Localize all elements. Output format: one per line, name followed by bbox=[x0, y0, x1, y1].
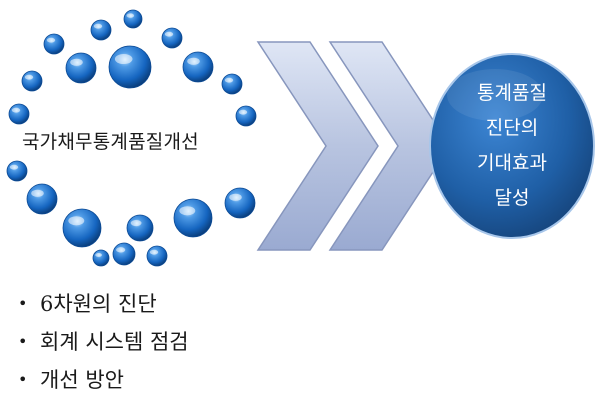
bubble-icon bbox=[92, 249, 110, 267]
bubble-icon bbox=[182, 51, 214, 83]
bubble-icon bbox=[126, 214, 154, 242]
bubble-highlight bbox=[114, 53, 133, 65]
bullet-dot-icon: • bbox=[18, 332, 28, 351]
bubble-highlight bbox=[11, 107, 21, 113]
bubble-highlight bbox=[149, 249, 159, 255]
bubble-icon bbox=[6, 160, 28, 182]
bubble-highlight bbox=[229, 193, 242, 201]
bullet-item: • 회계 시스템 점검 bbox=[18, 323, 189, 361]
bubble-highlight bbox=[126, 13, 135, 18]
bubble-highlight bbox=[224, 77, 234, 83]
bubble-highlight bbox=[164, 31, 174, 37]
bubble-highlight bbox=[70, 58, 83, 66]
source-label: 국가채무통계품질개선 bbox=[22, 131, 199, 153]
bubble-icon bbox=[108, 45, 152, 89]
bubble-icon bbox=[8, 103, 30, 125]
bubble-highlight bbox=[95, 253, 102, 257]
bubble-highlight bbox=[187, 57, 200, 65]
bubble-icon bbox=[221, 73, 243, 95]
chevron-arrow-2 bbox=[328, 41, 451, 251]
target-line: 기대효과 bbox=[477, 152, 547, 174]
bubble-icon bbox=[21, 70, 43, 92]
bullet-item: • 6차원의 진단 bbox=[18, 285, 189, 323]
bubble-ring bbox=[6, 9, 257, 267]
chevron-arrow-1 bbox=[256, 41, 379, 251]
target-label: 통계품질 진단의 기대효과 달성 bbox=[432, 56, 592, 236]
bubble-icon bbox=[173, 198, 213, 238]
bubble-highlight bbox=[31, 189, 44, 197]
bubble-icon bbox=[65, 52, 97, 84]
bubble-icon bbox=[43, 33, 65, 55]
bubble-icon bbox=[146, 245, 168, 267]
bubble-highlight bbox=[238, 109, 248, 115]
bullet-text: 회계 시스템 점검 bbox=[40, 330, 189, 354]
bubble-icon bbox=[123, 9, 143, 29]
bullet-dot-icon: • bbox=[18, 370, 28, 389]
bubble-highlight bbox=[68, 216, 85, 226]
bullet-list: • 6차원의 진단 • 회계 시스템 점검 • 개선 방안 bbox=[18, 285, 189, 398]
bullet-text: 개선 방안 bbox=[40, 368, 124, 392]
bubble-icon bbox=[161, 27, 183, 49]
bubble-icon bbox=[62, 208, 102, 248]
bubble-highlight bbox=[24, 74, 34, 80]
bullet-dot-icon: • bbox=[18, 294, 28, 313]
bubble-icon bbox=[224, 187, 256, 219]
bubble-highlight bbox=[46, 37, 56, 43]
bubble-highlight bbox=[130, 219, 142, 227]
bubble-icon bbox=[90, 19, 112, 41]
target-circle bbox=[429, 53, 595, 239]
bubble-highlight bbox=[116, 247, 126, 253]
bubble-icon bbox=[112, 242, 136, 266]
target-line: 달성 bbox=[494, 187, 530, 209]
bubble-icon bbox=[26, 183, 58, 215]
bubble-highlight bbox=[9, 164, 19, 170]
bubble-icon bbox=[235, 105, 257, 127]
bubble-highlight bbox=[93, 23, 103, 29]
bullet-item: • 개선 방안 bbox=[18, 361, 189, 398]
bubble-highlight bbox=[179, 206, 196, 216]
target-line: 통계품질 bbox=[477, 82, 547, 104]
bullet-text: 6차원의 진단 bbox=[40, 292, 157, 316]
target-line: 진단의 bbox=[485, 117, 539, 139]
